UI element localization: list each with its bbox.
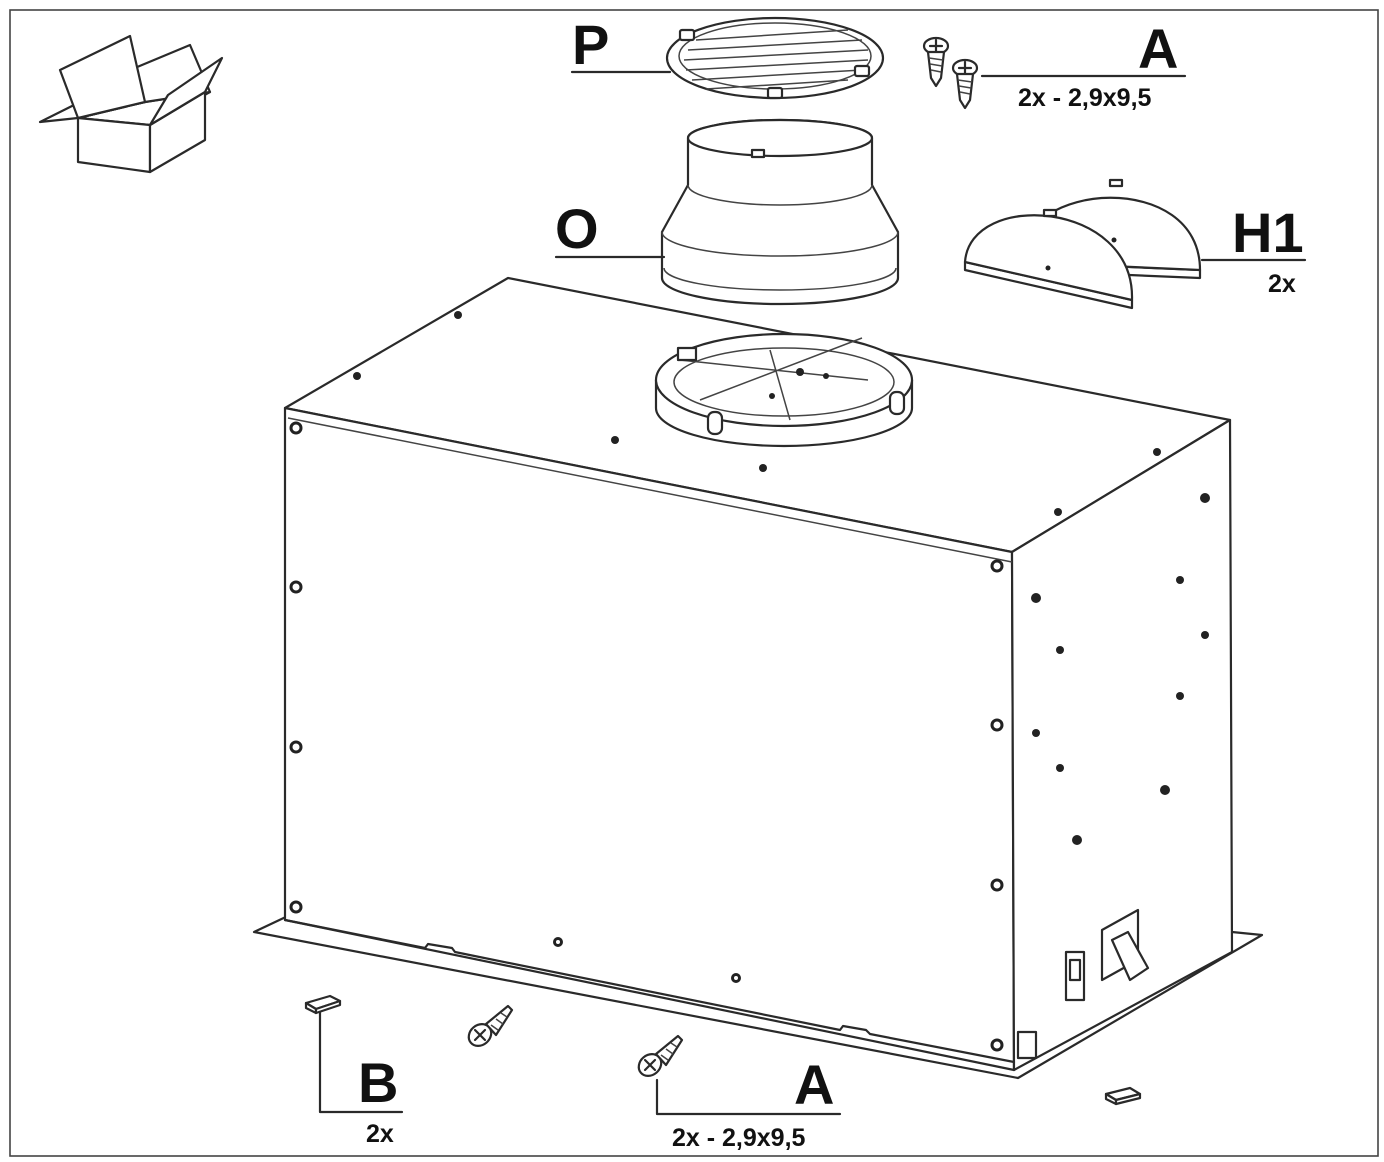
hood-housing <box>252 276 1264 1080</box>
screw-icon <box>637 1034 684 1077</box>
label-b: B <box>358 1051 398 1114</box>
qty-a-top: 2x - 2,9x9,5 <box>1018 84 1152 112</box>
clip-part-b <box>1104 1086 1142 1106</box>
diagram-border <box>9 9 1379 1157</box>
screw-icon <box>951 58 979 110</box>
leader-lines <box>318 70 1307 1116</box>
label-a-top: A <box>1138 17 1178 80</box>
label-a-bottom: A <box>794 1053 834 1116</box>
open-box-icon <box>38 34 224 174</box>
qty-h1: 2x <box>1268 270 1296 298</box>
qty-b: 2x <box>366 1120 394 1148</box>
label-p: P <box>572 13 609 76</box>
duct-adapter-part-o <box>660 118 900 306</box>
grille-part-p <box>665 16 885 100</box>
screw-icon <box>922 36 950 88</box>
label-h1: H1 <box>1232 201 1304 264</box>
flap-part-h1 <box>963 178 1202 310</box>
label-o: O <box>555 197 599 260</box>
screw-icon <box>467 1004 514 1047</box>
qty-a-bottom: 2x - 2,9x9,5 <box>672 1124 806 1152</box>
clip-part-b <box>304 994 342 1015</box>
